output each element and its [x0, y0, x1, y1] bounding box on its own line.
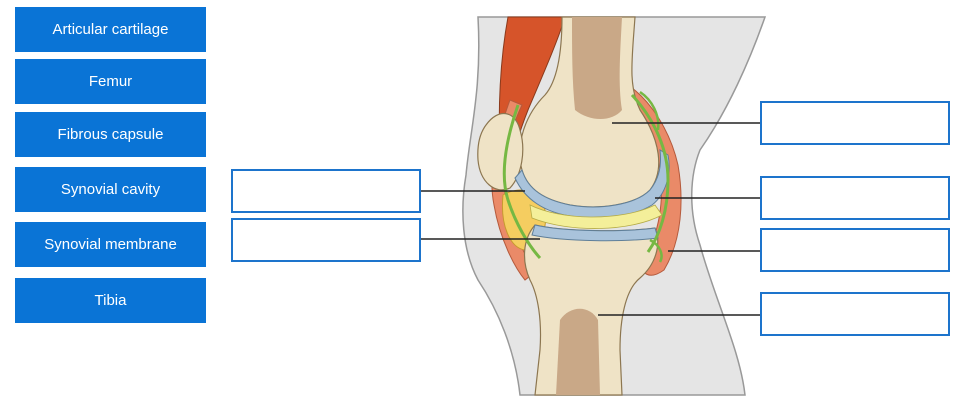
label-femur[interactable]: Femur: [15, 59, 206, 104]
label-articular-cartilage[interactable]: Articular cartilage: [15, 7, 206, 52]
synovial-membrane-posterior: [630, 93, 670, 253]
synovial-membrane-anterior: [502, 104, 542, 260]
synovial-membrane-pouch-lower: [649, 238, 663, 263]
tibia-marrow: [556, 308, 600, 395]
label-synovial-membrane[interactable]: Synovial membrane: [15, 222, 206, 267]
drop-zone-left-upper[interactable]: [231, 169, 421, 213]
synovial-membrane-pouch-upper: [639, 90, 660, 131]
synovial-fluid: [529, 204, 663, 229]
drop-zone-right-4[interactable]: [760, 292, 950, 336]
label-synovial-cavity[interactable]: Synovial cavity: [15, 167, 206, 212]
drop-zone-right-3[interactable]: [760, 228, 950, 272]
drop-zone-right-1[interactable]: [760, 101, 950, 145]
label-tibia[interactable]: Tibia: [15, 278, 206, 323]
drop-zone-right-2[interactable]: [760, 176, 950, 220]
leader-lines: [421, 122, 761, 316]
tibia-articular-cartilage: [531, 224, 659, 242]
femur-marrow: [572, 17, 622, 119]
label-fibrous-capsule[interactable]: Fibrous capsule: [15, 112, 206, 157]
drop-zone-left-lower[interactable]: [231, 218, 421, 262]
